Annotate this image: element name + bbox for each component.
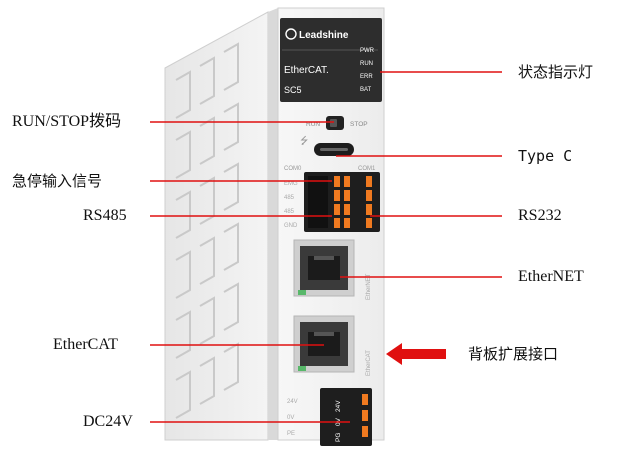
front-label-plate [280, 18, 382, 102]
power-label-0v: 0V [287, 415, 294, 421]
leader-lines-left [150, 121, 350, 423]
callout-ethernet: EtherNET [518, 268, 584, 285]
led-label-pwr: PWR [360, 48, 375, 54]
ethernet-port[interactable] [293, 239, 355, 297]
ethercat-port[interactable] [293, 315, 355, 373]
power-plug-24v: 24V [335, 400, 342, 412]
power-plug-pg: PG [335, 433, 342, 442]
callout-dc24v: DC24V [83, 413, 133, 430]
ethercat-side-label: EtherCAT [366, 350, 372, 376]
protocol-label: EtherCAT. [284, 65, 329, 76]
com1-label: COM1 [358, 166, 376, 172]
callout-emergency-input: 急停输入信号 [12, 172, 103, 190]
terminal-label-485a: 485 [284, 195, 295, 201]
device-side-panel [164, 8, 278, 441]
terminal-label-emg: EMG [284, 181, 298, 187]
backplane-arrow-icon [386, 343, 446, 365]
ethernet-side-label: EtherNET [366, 273, 372, 300]
com0-label: COM0 [284, 166, 302, 172]
callout-rs232: RS232 [518, 207, 562, 224]
callout-type-c: Type C [518, 147, 573, 165]
led-label-run: RUN [360, 61, 373, 67]
callout-ethercat: EtherCAT [53, 336, 118, 353]
power-label-24v: 24V [287, 399, 298, 405]
led-label-bat: BAT [360, 87, 372, 93]
usb-icon: ⭍ [300, 135, 308, 147]
callout-status-led: 状态指示灯 [518, 63, 594, 81]
com-terminal-block[interactable] [304, 172, 380, 232]
leader-lines-right [336, 71, 502, 278]
switch-run-label: RUN [306, 121, 320, 128]
callout-backplane: 背板扩展接口 [468, 345, 559, 363]
terminal-label-gnd: GND [284, 223, 298, 229]
power-terminal[interactable]: PG 0V 24V [320, 388, 372, 446]
terminal-label-485b: 485 [284, 209, 295, 215]
callout-run-stop: RUN/STOP拨码 [12, 113, 122, 130]
callout-rs485: RS485 [83, 207, 127, 224]
led-label-err: ERR [360, 74, 373, 80]
leadshine-logo-icon [285, 28, 297, 40]
brand-name: Leadshine [299, 30, 349, 41]
switch-stop-label: STOP [350, 121, 368, 128]
power-label-pe: PE [287, 431, 295, 437]
device-front-panel: Leadshine EtherCAT. SC5 PWR RUN ERR BAT … [277, 7, 385, 446]
model-label: SC5 [284, 85, 302, 95]
